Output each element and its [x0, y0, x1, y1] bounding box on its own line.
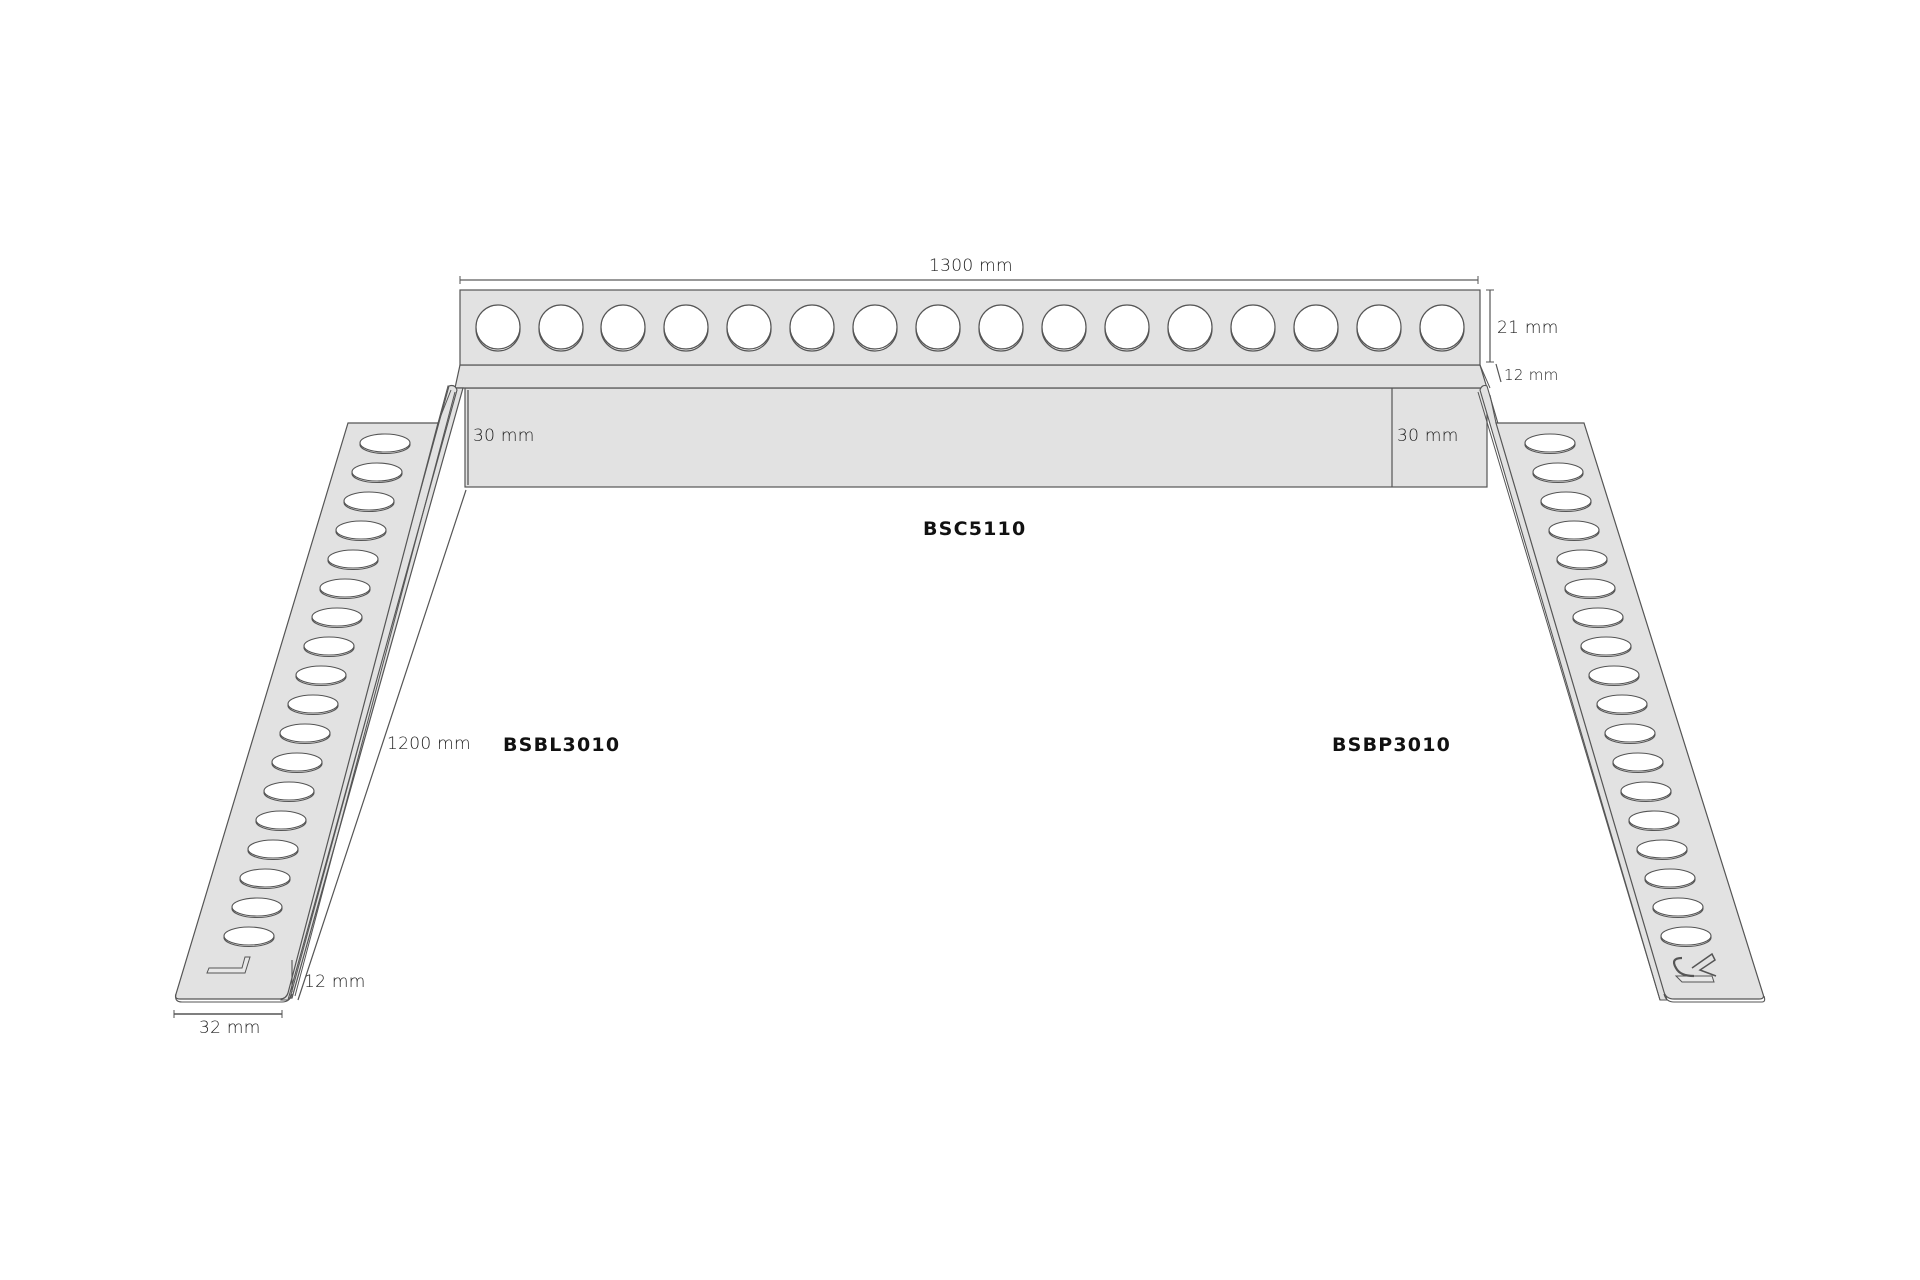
top-length-label: 1300 mm — [929, 256, 1013, 276]
top-profile — [454, 276, 1502, 488]
right-profile — [1477, 364, 1766, 1003]
right-profile-code: BSBP3010 — [1332, 734, 1452, 756]
top-profile-code: BSC5110 — [923, 518, 1027, 540]
top-profile-base-panel — [464, 387, 1488, 488]
top-left-end-label: 30 mm — [473, 426, 535, 446]
top-flange-label: 12 mm — [1504, 366, 1559, 384]
left-profile-code: BSBL3010 — [503, 734, 621, 756]
top-profile-flange — [454, 364, 1488, 389]
left-width-label: 32 mm — [199, 1018, 261, 1038]
left-profile — [173, 384, 467, 1018]
left-flange-label: 12 mm — [304, 972, 366, 992]
left-marker-L — [206, 956, 251, 974]
top-right-end-label: 30 mm — [1397, 426, 1459, 446]
top-height-label: 21 mm — [1497, 318, 1559, 338]
left-length-label: 1200 mm — [387, 734, 471, 754]
right-marker-R — [1672, 952, 1717, 983]
